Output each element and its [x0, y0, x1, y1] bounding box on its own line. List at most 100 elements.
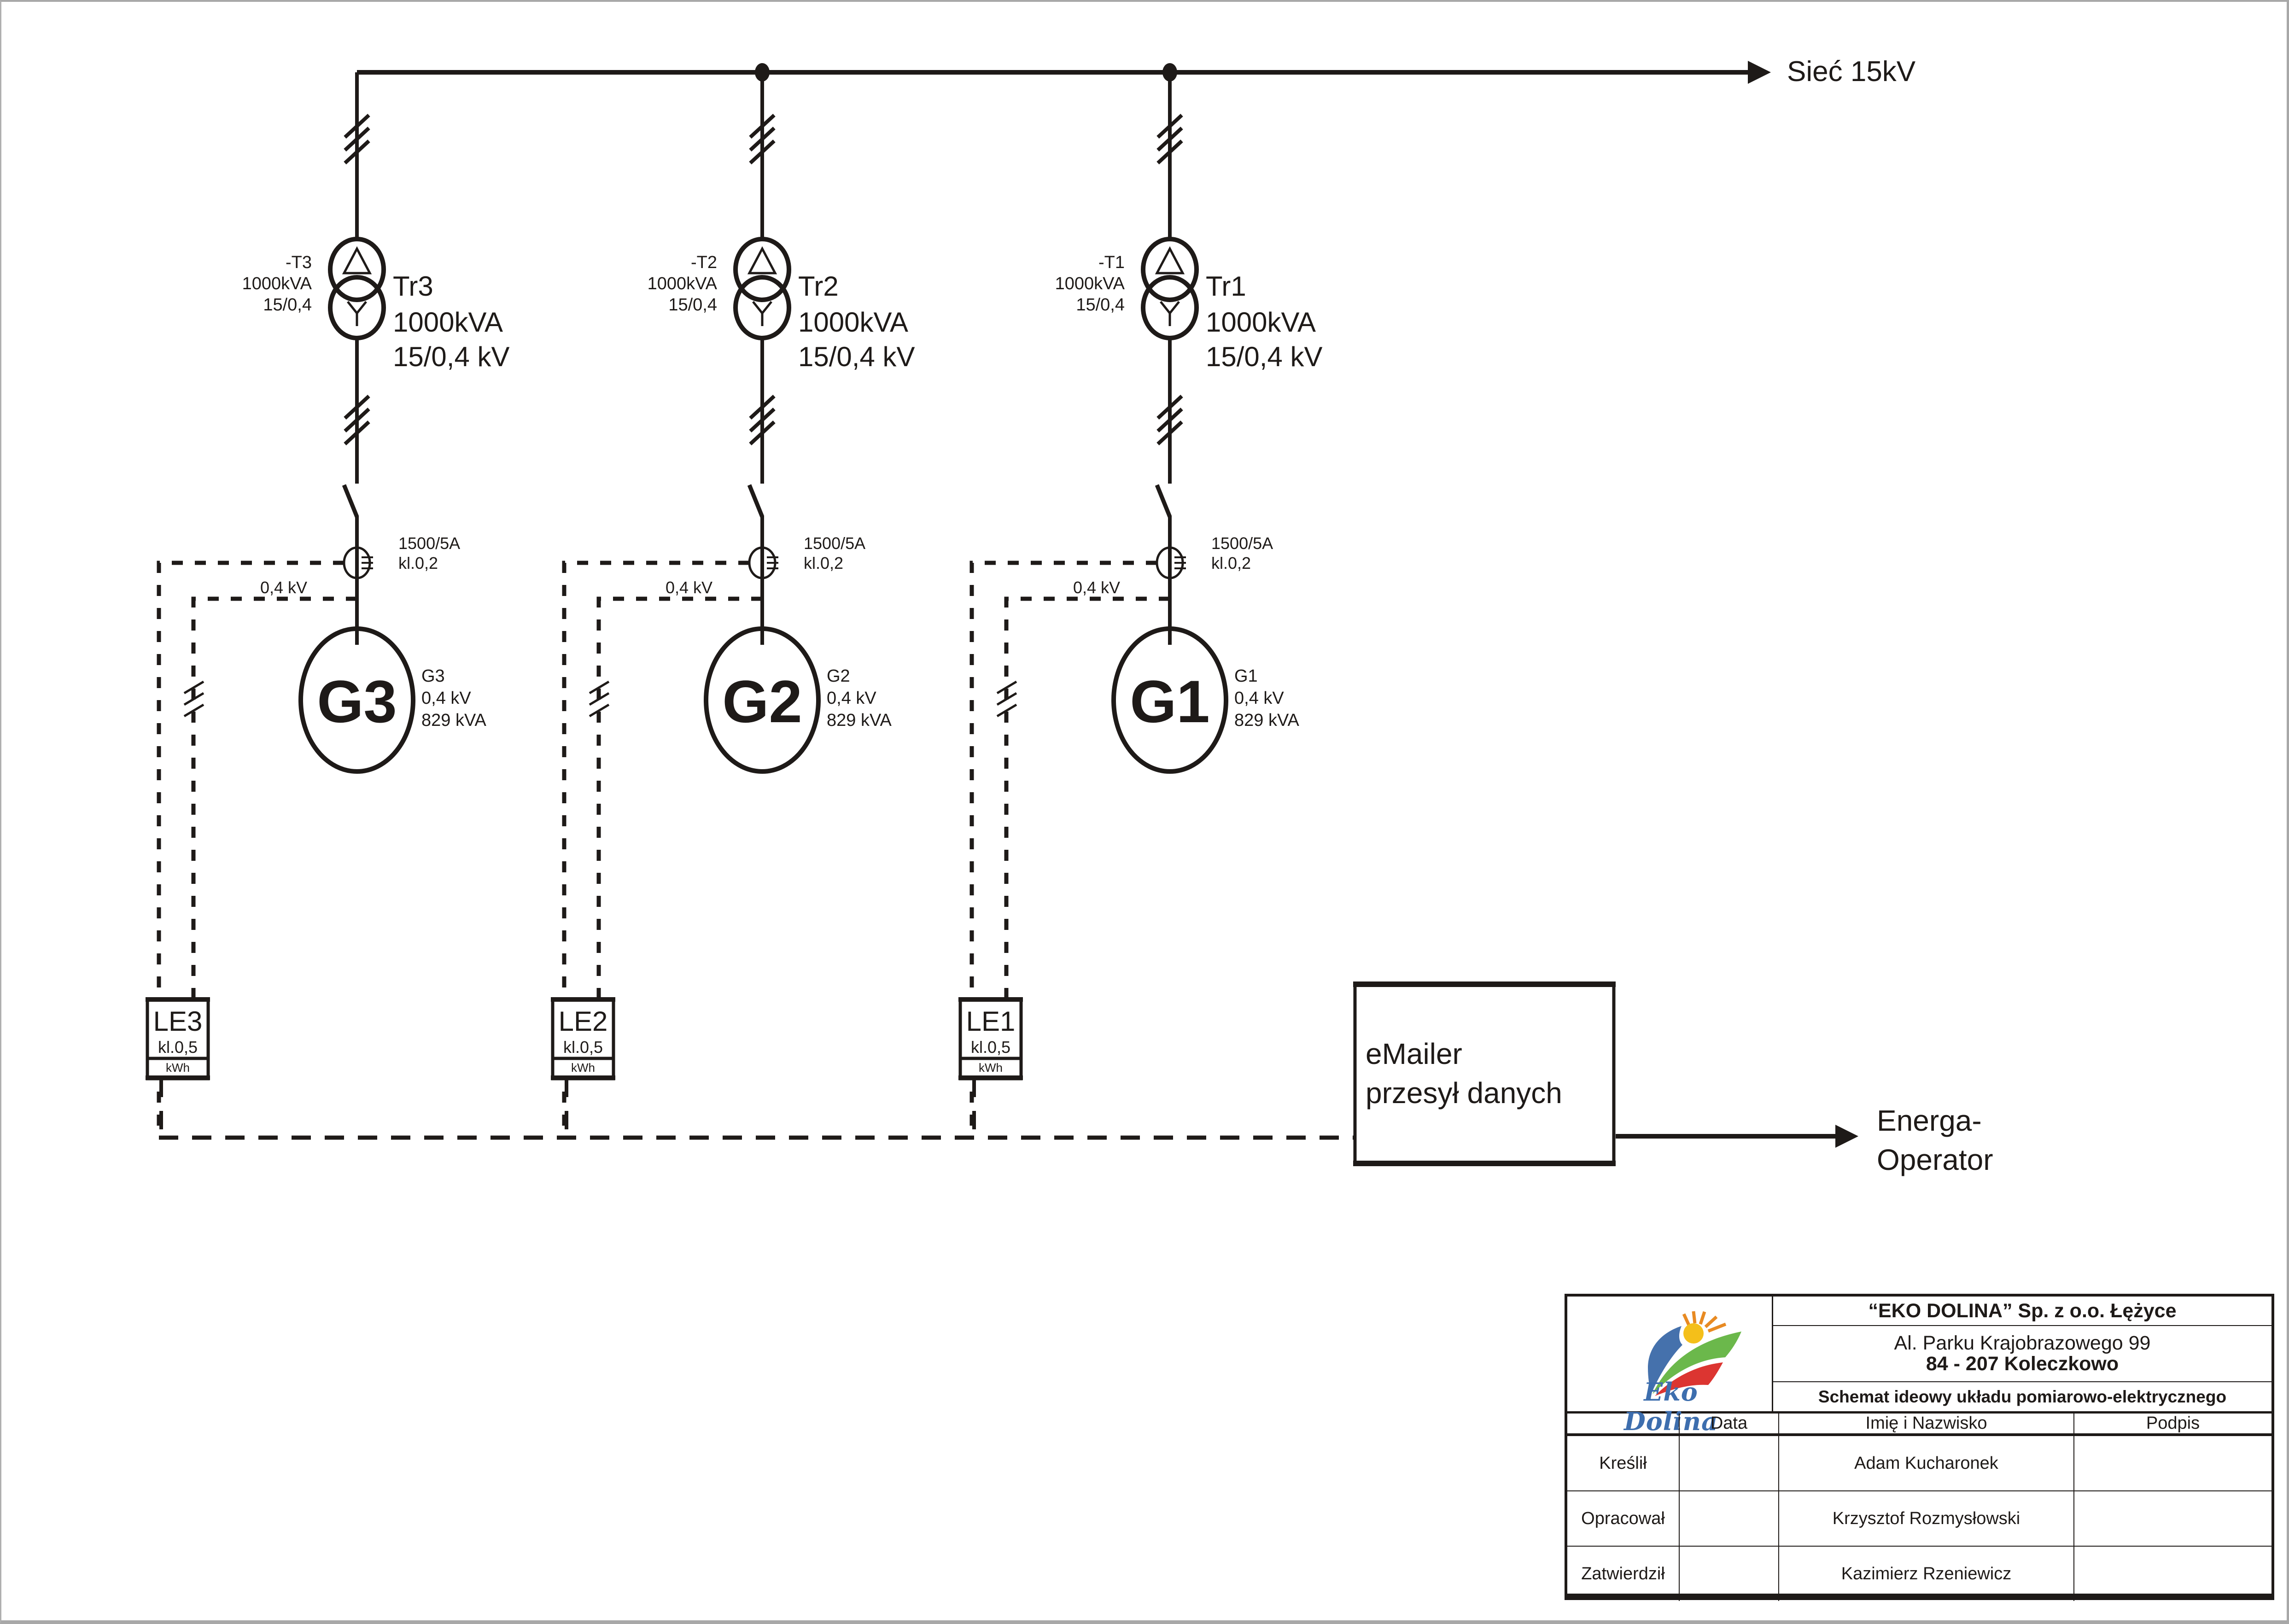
tap-voltage: 0,4 kV	[1073, 578, 1120, 597]
meter-class: kl.0,5	[158, 1038, 198, 1057]
emailer-box: eMailer przesył danych	[1353, 981, 1616, 1166]
transformer-symbol	[328, 237, 386, 340]
transformer-secondary-coil-icon	[1141, 275, 1199, 340]
row-name: Krzysztof Rozmysłowski	[1778, 1490, 2074, 1547]
transformer-primary-coil-icon	[328, 237, 386, 302]
emailer-line2: przesył danych	[1366, 1076, 1562, 1110]
transformer-code: -T2	[691, 253, 717, 272]
row-signature	[2073, 1434, 2271, 1491]
transformer-primary-coil-icon	[1141, 237, 1199, 302]
ct-ratio: 1500/5A	[398, 534, 460, 553]
current-measurement-wire	[157, 561, 344, 1138]
sun-rays-icon	[1682, 1311, 1727, 1333]
address-line1: Al. Parku Krajobrazowego 99	[1894, 1332, 2151, 1354]
voltage-measurement-wire	[191, 596, 357, 999]
operator-line1: Energa-	[1877, 1104, 1982, 1137]
transformer-ratio: 15/0,4 kV	[1206, 341, 1323, 372]
transformer-name: Tr2	[798, 271, 839, 302]
generator-power: 829 kVA	[1234, 711, 1299, 730]
transformer-code: -T1	[1098, 253, 1125, 272]
transformer-small-ratio: 15/0,4	[1076, 295, 1125, 315]
meter-class: kl.0,5	[971, 1038, 1010, 1057]
wye-winding-icon	[752, 301, 772, 315]
meter-unit: kWh	[166, 1061, 190, 1075]
current-measurement-wire	[969, 561, 1157, 1138]
logo-red-shape	[1655, 1362, 1723, 1396]
wye-winding-icon	[1160, 301, 1180, 315]
table-row: Opracował Krzysztof Rozmysłowski	[1567, 1490, 2271, 1547]
header-role	[1567, 1414, 1680, 1436]
header-date: Data	[1679, 1414, 1779, 1436]
voltage-measurement-wire	[596, 596, 762, 999]
operator-line2: Operator	[1877, 1143, 1993, 1176]
generator-power: 829 kVA	[421, 711, 486, 730]
logo-graphic-icon	[1648, 1311, 1741, 1396]
bus-arrow-icon	[1748, 61, 1771, 84]
drawing-title: Schemat ideowy układu pomiarowo-elektryc…	[1818, 1387, 2227, 1406]
row-name: Kazimierz Rzeniewicz	[1778, 1546, 2074, 1601]
disconnector-switch-icon	[342, 484, 359, 518]
transformer-small-rating: 1000kVA	[1055, 274, 1125, 293]
generator-symbol-label: G3	[317, 668, 397, 735]
table-row: Kreślił Adam Kucharonek	[1567, 1434, 2271, 1491]
delta-winding-icon	[747, 246, 777, 275]
transformer-small-rating: 1000kVA	[242, 274, 312, 293]
approval-table: Data Imię i Nazwisko Podpis Kreślił Adam…	[1567, 1414, 2271, 1601]
tap-voltage: 0,4 kV	[666, 578, 712, 597]
header-signature: Podpis	[2073, 1414, 2271, 1436]
transformer-primary-coil-icon	[733, 237, 791, 302]
transformer-code: -T3	[286, 253, 312, 272]
transformer-symbol	[1141, 237, 1199, 340]
company-logo: Eko Dolina	[1567, 1297, 1773, 1436]
transformer-small-rating: 1000kVA	[648, 274, 718, 293]
three-phase-hash-icon	[996, 680, 1017, 718]
row-signature	[2073, 1546, 2271, 1601]
transformer-small-ratio: 15/0,4	[263, 295, 312, 315]
bus-15kv: Sieć 15kV	[357, 56, 1916, 88]
row-role: Opracował	[1567, 1490, 1680, 1547]
transformer-rating: 1000kVA	[393, 307, 503, 338]
generator-symbol-label: G2	[722, 668, 802, 735]
meter-name: LE1	[966, 1006, 1016, 1037]
generator-power: 829 kVA	[827, 711, 892, 730]
header-name: Imię i Nazwisko	[1778, 1414, 2074, 1436]
tap-voltage: 0,4 kV	[260, 578, 307, 597]
emailer-line1: eMailer	[1366, 1037, 1462, 1070]
row-signature	[2073, 1490, 2271, 1547]
generator-name: G3	[421, 666, 445, 686]
title-block: Eko Dolina “EKO DOLINA” Sp. z o.o. Łężyc…	[1565, 1294, 2274, 1601]
operator-arrow-icon	[1835, 1125, 1858, 1148]
meter-unit: kWh	[571, 1061, 595, 1075]
transformer-ratio: 15/0,4 kV	[393, 341, 510, 372]
title-block-header: Eko Dolina “EKO DOLINA” Sp. z o.o. Łężyc…	[1567, 1297, 2271, 1436]
generator-symbol-icon	[298, 626, 415, 774]
transformer-small-ratio: 15/0,4	[668, 295, 717, 315]
disconnector-switch-icon	[1155, 484, 1172, 518]
table-row: Zatwierdził Kazimierz Rzeniewicz	[1567, 1546, 2271, 1601]
transformer-ratio: 15/0,4 kV	[798, 341, 915, 372]
meter-class: kl.0,5	[563, 1038, 603, 1057]
delta-winding-icon	[1155, 246, 1185, 275]
sun-icon	[1683, 1323, 1704, 1344]
ct-class: kl.0,2	[1211, 554, 1251, 572]
delta-winding-icon	[342, 246, 372, 275]
transformer-secondary-coil-icon	[733, 275, 791, 340]
generator-symbol-icon	[704, 626, 821, 774]
generator-voltage: 0,4 kV	[1234, 689, 1284, 708]
row-date	[1679, 1546, 1779, 1601]
generator-name: G1	[1234, 666, 1258, 686]
logo-green-shape	[1653, 1332, 1741, 1394]
current-measurement-wire	[562, 561, 749, 1138]
title-block-info: “EKO DOLINA” Sp. z o.o. Łężyce Al. Parku…	[1773, 1297, 2271, 1411]
meter-unit: kWh	[979, 1061, 1003, 1075]
three-phase-hash-icon	[183, 680, 204, 718]
generator-voltage: 0,4 kV	[421, 689, 471, 708]
transformer-rating: 1000kVA	[798, 307, 908, 338]
